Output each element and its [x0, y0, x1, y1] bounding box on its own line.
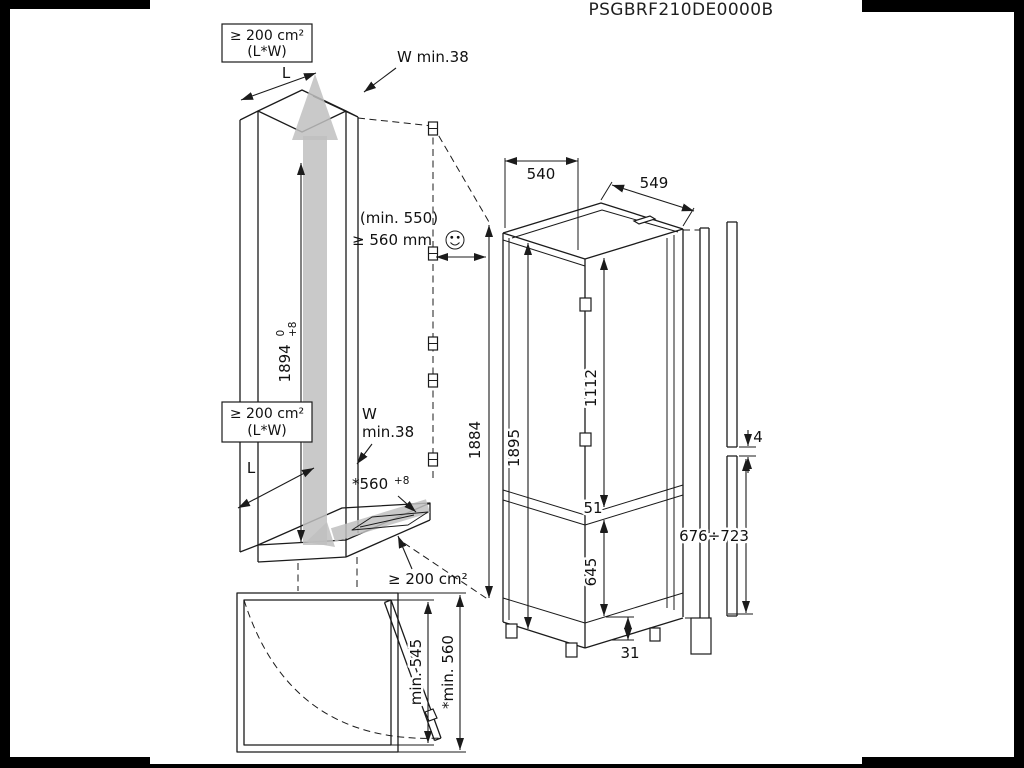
wall-thickness-mid-line2: min.38 — [362, 423, 414, 441]
top-view-cabinet-outline — [236, 592, 399, 753]
letterbox-bottom — [0, 764, 1024, 768]
diagram-page — [10, 0, 1014, 768]
svg-text:*560 +8: *560 +8 — [352, 475, 409, 493]
dimension-panel-gap-4: 4 — [739, 428, 763, 473]
side-profile-outline — [699, 221, 738, 618]
wall-thickness-top-label: W min.38 — [363, 48, 469, 93]
vent-area-mid-line2: (L*W) — [247, 423, 287, 439]
letterbox-bottom-right — [862, 757, 1024, 768]
airflow-up-arrow — [292, 74, 338, 545]
dimension-gap-51: 51 — [581, 494, 609, 533]
dimension-upper-1112: 1112 — [580, 258, 609, 507]
vent-area-mid-label: ≥ 200 cm² (L*W) — [221, 401, 313, 443]
svg-text:1894 0 +8: 1894 0 +8 — [270, 322, 299, 383]
door-hinge-upper — [579, 297, 592, 312]
dimension-depth-549: 549 — [600, 174, 695, 227]
hinge-cover-top — [632, 215, 657, 225]
panel-gap-value: 4 — [753, 428, 763, 446]
niche-depth-label: (min. 550) ≥ 560 mm — [352, 209, 486, 262]
letterbox-top-right — [862, 0, 1024, 12]
niche-isometric-view: ≥ 200 cm² (L*W) L W min.38 (min. 550) ≥ … — [221, 23, 494, 601]
wall-thickness-top-text: W min.38 — [397, 48, 469, 66]
door-opening-top-view: min. 545 *min. 560 — [236, 592, 466, 753]
length-arrow-bottom: L — [237, 459, 315, 509]
vent-area-top-label: ≥ 200 cm² (L*W) — [221, 23, 313, 63]
wall-thickness-mid-line1: W — [362, 405, 377, 423]
length-label-bottom: L — [247, 459, 256, 477]
top-view-open-door — [383, 599, 442, 742]
smiley-face-icon — [445, 230, 465, 250]
side-profile-view: 4 676÷723 — [677, 221, 763, 655]
base-vent-slot — [351, 511, 429, 531]
lower-compartment-value: 645 — [582, 558, 600, 587]
furniture-door-height-value: 1884 — [466, 421, 484, 459]
top-view-depth-min-value: min. 545 — [407, 639, 425, 705]
dimension-furniture-door-height: 1884 — [464, 225, 494, 598]
lower-panel-range-value: 676÷723 — [679, 527, 749, 545]
base-depth-tol: +8 — [394, 475, 409, 487]
door-swing-arc — [243, 599, 442, 739]
niche-outline — [239, 89, 431, 563]
dimension-niche-height: 1894 0 +8 — [270, 163, 306, 542]
dimension-depth-560: *min. 560 — [437, 595, 465, 750]
appliance-depth-value: 549 — [640, 174, 669, 192]
appliance-height-value: 1895 — [505, 429, 523, 467]
niche-depth-rec-text: ≥ 560 mm — [352, 231, 432, 249]
appliance-width-value: 540 — [527, 165, 556, 183]
vent-area-bottom-label: ≥ 200 cm² — [388, 535, 468, 588]
base-vent-value: 31 — [620, 644, 639, 662]
dimension-depth-min-545: min. 545 — [405, 602, 433, 743]
appliance-feet — [505, 623, 661, 658]
top-view-depth-required-value: *min. 560 — [439, 635, 457, 709]
dimension-height-1895: 1895 — [503, 243, 533, 629]
door-gap-value: 51 — [583, 499, 602, 517]
furniture-door-projection-lines — [297, 117, 490, 601]
letterbox-top-left — [0, 0, 150, 9]
vent-area-top-line1: ≥ 200 cm² — [230, 28, 304, 44]
dimension-base-31: 31 — [606, 616, 642, 665]
dimension-lower-panel-range: 676÷723 — [677, 459, 753, 615]
model-number: PSGBRF210DE0000B — [588, 0, 773, 20]
niche-height-tol-upper: 0 — [275, 330, 287, 337]
base-depth-label: *560 +8 — [352, 475, 417, 513]
niche-depth-min-text: (min. 550) — [360, 209, 438, 227]
door-hinges — [427, 121, 439, 467]
appliance-isometric-view: 540 549 1895 1112 51 — [502, 156, 700, 665]
base-depth-value: *560 — [352, 475, 388, 493]
niche-height-tol-lower: +8 — [287, 322, 299, 337]
letterbox-bottom-left — [0, 757, 150, 768]
wall-thickness-mid-label: W min.38 — [356, 405, 414, 465]
niche-height-value: 1894 — [276, 344, 294, 382]
dimension-width-540: 540 — [504, 156, 579, 250]
length-arrow-top: L — [240, 64, 317, 101]
side-profile-foot — [690, 617, 712, 655]
door-hinge-lower — [579, 432, 592, 447]
appliance-outline — [502, 202, 700, 658]
vent-area-top-line2: (L*W) — [247, 44, 287, 60]
dimension-lower-645: 645 — [580, 521, 609, 616]
vent-area-bottom-text: ≥ 200 cm² — [388, 570, 468, 588]
length-label-top: L — [282, 64, 291, 82]
upper-compartment-value: 1112 — [582, 369, 600, 407]
vent-area-mid-line1: ≥ 200 cm² — [230, 406, 304, 422]
